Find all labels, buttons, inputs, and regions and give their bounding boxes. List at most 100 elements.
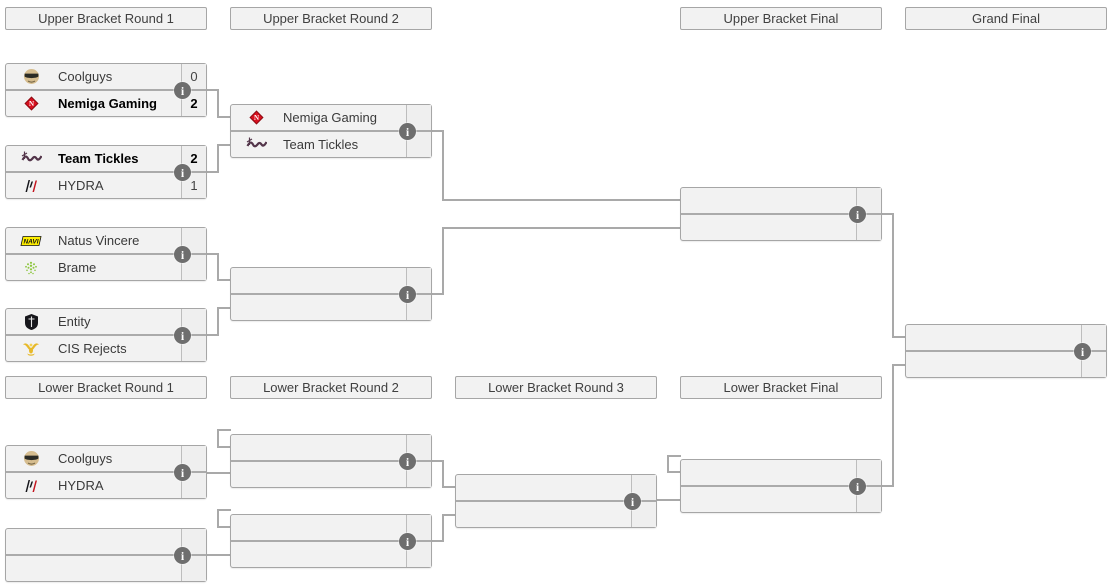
team-row-nemiga-gaming[interactable]: N Nemiga Gaming 2 <box>6 91 206 116</box>
match-ub-r1-m2: Team Tickles 2 HYDRA 1 i <box>5 145 207 199</box>
team-name: CIS Rejects <box>58 341 127 356</box>
connector-line <box>217 116 231 118</box>
info-icon[interactable]: i <box>849 478 866 495</box>
connector-line <box>667 455 681 457</box>
connector-line <box>217 307 231 309</box>
connector-line <box>882 485 893 487</box>
match-lb-r3: i <box>455 474 657 528</box>
team-name: HYDRA <box>58 178 104 193</box>
connector-line <box>217 144 219 173</box>
team-row-brame[interactable]: Brame <box>6 255 206 280</box>
connector-line <box>892 364 894 487</box>
connector-line <box>207 89 218 91</box>
connector-line <box>207 554 231 556</box>
connector-line <box>207 171 218 173</box>
info-icon[interactable]: i <box>399 453 416 470</box>
info-icon[interactable]: i <box>174 464 191 481</box>
nemiga-logo-icon: N <box>244 109 268 126</box>
coolguys-logo-icon <box>19 68 43 85</box>
match-lb-r1-m2: i <box>5 528 207 582</box>
connector-line <box>442 227 444 295</box>
connector-line <box>657 499 681 501</box>
cis-rejects-logo-icon <box>19 341 43 356</box>
team-score: 2 <box>181 146 206 171</box>
team-name: Team Tickles <box>283 137 359 152</box>
connector-line <box>432 293 443 295</box>
tickles-logo-icon <box>244 137 268 152</box>
team-name: HYDRA <box>58 478 104 493</box>
connector-line <box>217 307 219 336</box>
match-ub-r2-m2: i <box>230 267 432 321</box>
match-ub-r1-m3: NAVI Natus Vincere Brame i <box>5 227 207 281</box>
match-ub-r1-m1: Coolguys 0 N Nemiga Gaming 2 i <box>5 63 207 117</box>
connector-line <box>217 429 231 431</box>
svg-text:N: N <box>28 100 33 108</box>
info-icon[interactable]: i <box>849 206 866 223</box>
connector-line <box>442 227 681 229</box>
connector-line <box>217 446 231 448</box>
connector-line <box>892 213 894 338</box>
connector-line <box>892 336 906 338</box>
team-score <box>856 487 881 512</box>
connector-line <box>892 364 906 366</box>
connector-line <box>432 460 443 462</box>
team-name: Nemiga Gaming <box>58 96 157 111</box>
connector-line <box>217 429 219 448</box>
team-row-hydra[interactable]: HYDRA <box>6 473 206 498</box>
hydra-logo-icon <box>19 478 43 493</box>
connector-line <box>217 144 231 146</box>
info-icon[interactable]: i <box>399 533 416 550</box>
team-row-nemiga-gaming[interactable]: N Nemiga Gaming <box>231 105 431 132</box>
connector-line <box>442 199 681 201</box>
info-icon[interactable]: i <box>1074 343 1091 360</box>
match-ub-final: i <box>680 187 882 241</box>
round-header-lower-bracket-round-2: Lower Bracket Round 2 <box>230 376 432 399</box>
info-icon[interactable]: i <box>624 493 641 510</box>
team-name: Nemiga Gaming <box>283 110 377 125</box>
connector-line <box>207 334 218 336</box>
connector-line <box>432 130 443 132</box>
info-icon[interactable]: i <box>174 82 191 99</box>
round-header-upper-bracket-round-2: Upper Bracket Round 2 <box>230 7 432 30</box>
connector-line <box>442 130 444 201</box>
connector-line <box>432 540 443 542</box>
connector-line <box>667 471 681 473</box>
coolguys-logo-icon <box>19 450 43 467</box>
round-header-grand-final: Grand Final <box>905 7 1107 30</box>
info-icon[interactable]: i <box>174 547 191 564</box>
team-row-empty <box>681 487 881 512</box>
match-ub-r2-m1: N Nemiga Gaming Team Tickles i <box>230 104 432 158</box>
info-icon[interactable]: i <box>174 327 191 344</box>
match-ub-r1-m4: Entity CIS Rejects i <box>5 308 207 362</box>
svg-text:NAVI: NAVI <box>23 238 38 245</box>
connector-line <box>217 89 219 118</box>
connector-line <box>217 279 231 281</box>
team-name: Entity <box>58 314 91 329</box>
match-lb-r2-m2: i <box>230 514 432 568</box>
entity-logo-icon <box>19 313 43 330</box>
navi-logo-icon: NAVI <box>19 235 43 247</box>
connector-line <box>207 253 218 255</box>
team-row-team-tickles[interactable]: Team Tickles 2 <box>6 146 206 173</box>
connector-line <box>217 509 219 528</box>
team-name: Coolguys <box>58 451 113 466</box>
match-lb-r2-m1: i <box>230 434 432 488</box>
team-score <box>181 255 206 280</box>
team-row-cis-rejects[interactable]: CIS Rejects <box>6 336 206 361</box>
info-icon[interactable]: i <box>174 164 191 181</box>
info-icon[interactable]: i <box>174 246 191 263</box>
team-row-hydra[interactable]: HYDRA 1 <box>6 173 206 198</box>
info-icon[interactable]: i <box>399 286 416 303</box>
match-lb-r1-m1: Coolguys HYDRA i <box>5 445 207 499</box>
team-row-coolguys[interactable]: Coolguys 0 <box>6 64 206 91</box>
match-lb-final: i <box>680 459 882 513</box>
connector-line <box>217 509 231 511</box>
team-name: Team Tickles <box>58 151 139 166</box>
connector-line <box>442 514 444 542</box>
tickles-logo-icon <box>19 151 43 166</box>
team-name: Coolguys <box>58 69 113 84</box>
info-icon[interactable]: i <box>399 123 416 140</box>
round-header-lower-bracket-round-1: Lower Bracket Round 1 <box>5 376 207 399</box>
round-header-upper-bracket-round-1: Upper Bracket Round 1 <box>5 7 207 30</box>
